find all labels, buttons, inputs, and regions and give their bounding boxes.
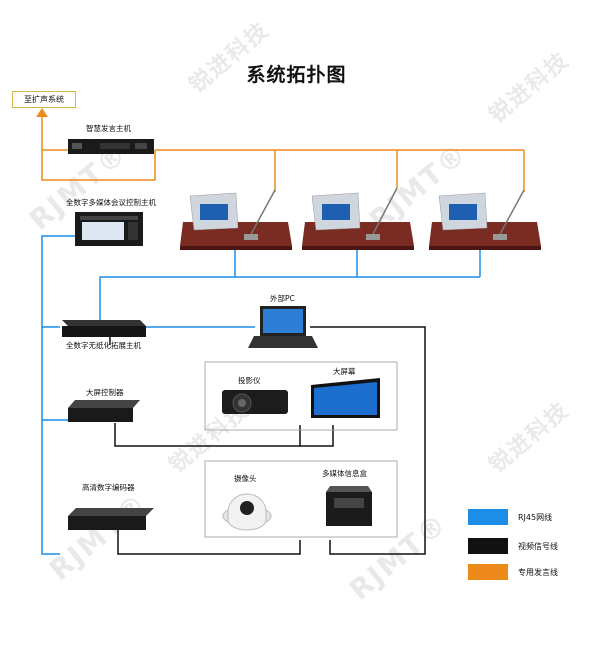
media-control-host-device [75, 212, 143, 246]
legend-swatch-rj45 [468, 509, 508, 525]
rj45-lines [41, 235, 481, 555]
external-system-label: 至扩声系统 [12, 91, 76, 108]
projector-label: 投影仪 [238, 376, 261, 385]
hd-encoder-device [68, 508, 154, 530]
screen-controller-device [68, 400, 140, 422]
legend-swatch-video [468, 538, 508, 554]
video-lines [109, 320, 426, 555]
media-box-label: 多媒体信息盒 [322, 469, 367, 478]
projector-device [222, 390, 288, 414]
media-box-device [326, 486, 372, 526]
arrow-up-icon [36, 108, 48, 117]
legend-label-rj45: RJ45网线 [518, 513, 553, 522]
paperless-host-label: 全数字无纸化拓展主机 [66, 341, 141, 350]
external-pc-laptop [248, 306, 318, 348]
legend-label-speech: 专用发言线 [518, 568, 558, 577]
desk-unit-1 [180, 189, 292, 250]
camera-label: 摄像头 [234, 474, 257, 483]
display-group-box [204, 361, 398, 431]
big-screen-device [311, 378, 380, 418]
desk-unit-2 [302, 187, 414, 250]
paperless-host-device [62, 320, 146, 337]
speech-lines [36, 108, 525, 192]
external-pc-label: 外部PC [270, 294, 295, 303]
media-control-host-label: 全数字多媒体会议控制主机 [66, 198, 156, 207]
smart-speech-host-device [68, 139, 154, 154]
smart-speech-host-label: 智慧发言主机 [86, 124, 131, 133]
capture-group-box [204, 460, 398, 538]
page-title: 系统拓扑图 [246, 64, 347, 86]
big-screen-label: 大屏幕 [333, 367, 356, 376]
desk-unit-3 [429, 189, 541, 250]
camera-device [222, 493, 272, 531]
hd-encoder-label: 高清数字编码器 [82, 483, 135, 492]
screen-controller-label: 大屏控制器 [86, 388, 124, 397]
legend-label-video: 视频信号线 [518, 542, 558, 551]
legend-swatch-speech [468, 564, 508, 580]
